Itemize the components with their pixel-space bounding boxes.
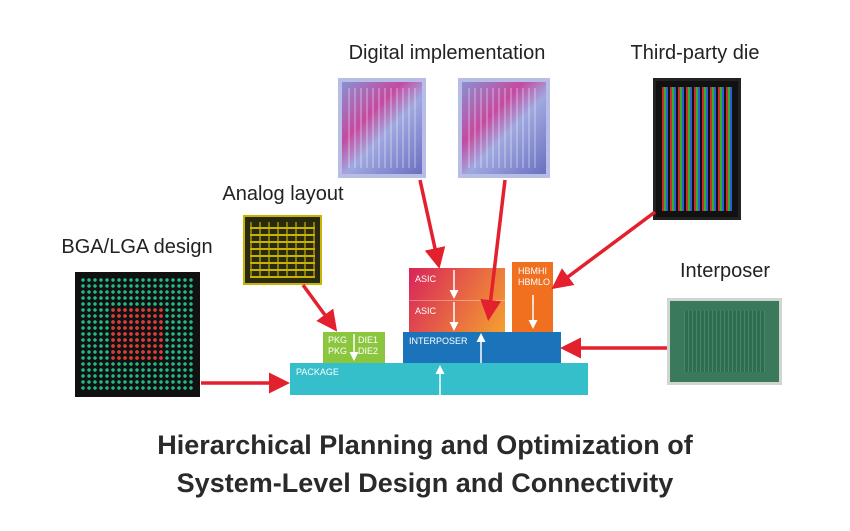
bga-design-image: [75, 272, 200, 397]
package-text: PACKAGE: [296, 367, 339, 377]
die-2: DIE2: [358, 346, 379, 356]
asic-stack: ASIC ASIC: [409, 268, 505, 332]
asic-divider: [409, 300, 505, 301]
third-party-die-label: Third-party die: [630, 42, 760, 64]
arrow-digital-2: [480, 179, 507, 321]
title-line-2: System-Level Design and Connectivity: [176, 468, 674, 498]
interposer-text: INTERPOSER: [409, 336, 468, 346]
digital-implementation-label: Digital implementation: [348, 42, 546, 64]
interposer-image: [667, 298, 782, 385]
analog-layout-image: [243, 215, 322, 285]
hbm-hi-text: HBMHI: [518, 266, 547, 276]
digital-die-image-1: [338, 78, 426, 178]
analog-layout-label: Analog layout: [222, 183, 344, 205]
title-line-1: Hierarchical Planning and Optimization o…: [157, 430, 693, 460]
pkg-2: PKG: [328, 346, 348, 356]
die-1: DIE1: [358, 335, 379, 345]
arrow-digital-1: [418, 179, 446, 269]
digital-die-image-2: [458, 78, 550, 178]
asic-top-text: ASIC: [415, 274, 437, 284]
third-party-die-image: [653, 78, 741, 220]
asic-bottom-text: ASIC: [415, 306, 437, 316]
arrow-third-party: [551, 210, 657, 290]
interposer-label: Interposer: [679, 260, 771, 282]
bga-lga-label: BGA/LGA design: [61, 236, 213, 258]
arrow-analog: [301, 283, 338, 332]
pkg-1: PKG: [328, 335, 348, 345]
hbm-lo-text: HBMLO: [518, 277, 551, 287]
